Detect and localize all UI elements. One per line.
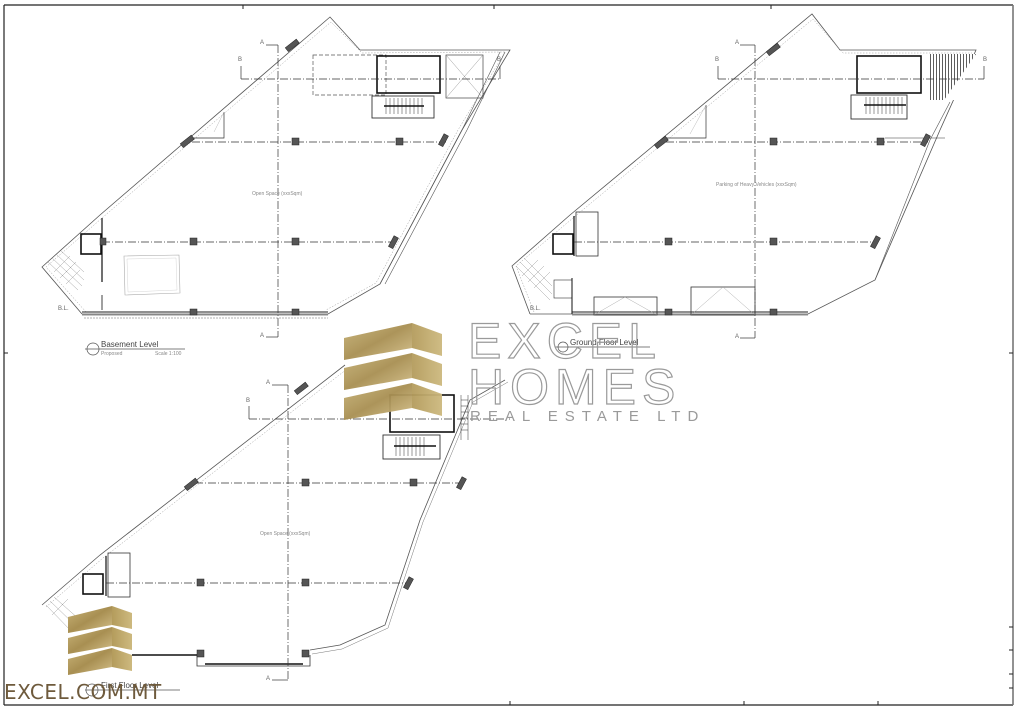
- ground-floor-plan: [511, 13, 985, 339]
- basement-plan: [41, 16, 511, 338]
- boundary-label: B.L.: [58, 306, 69, 312]
- plan-subtitle: Proposed: [101, 351, 123, 357]
- first-floor-plan: [41, 364, 510, 681]
- section-mark: B: [715, 57, 720, 63]
- watermark-line1: EXCEL: [467, 313, 662, 369]
- plan-scale: Scale 1:100: [155, 351, 182, 357]
- plan-title: Basement Level: [101, 340, 159, 349]
- sheet-border: [3, 4, 1014, 706]
- section-mark: B: [238, 57, 243, 63]
- room-label: Open Space (xxxSqm): [260, 531, 311, 537]
- room-label: Parking of Heavy Vehicles (xxxSqm): [716, 182, 797, 188]
- room-label: Open Space (xxxSqm): [252, 191, 303, 197]
- section-mark: A: [266, 676, 271, 682]
- corner-logo-icon: [68, 606, 132, 675]
- watermark-line3: REAL ESTATE LTD: [470, 408, 706, 425]
- section-mark: B: [983, 57, 988, 63]
- section-mark: A: [735, 334, 740, 340]
- section-mark: A: [260, 333, 265, 339]
- section-mark: B: [497, 57, 502, 63]
- section-mark: A: [735, 40, 740, 46]
- title-markers: [85, 341, 650, 697]
- section-mark: B: [246, 398, 251, 404]
- brand-url: EXCEL.COM.MT: [4, 680, 162, 704]
- section-mark: A: [266, 380, 271, 386]
- watermark-line2: HOMES: [467, 359, 682, 415]
- plan-title: Ground Floor Level: [570, 338, 639, 347]
- boundary-label: B.L.: [530, 306, 541, 312]
- section-mark: A: [260, 40, 265, 46]
- plan-title: First Floor Level: [101, 681, 159, 690]
- excel-homes-logo-icon: [344, 323, 442, 420]
